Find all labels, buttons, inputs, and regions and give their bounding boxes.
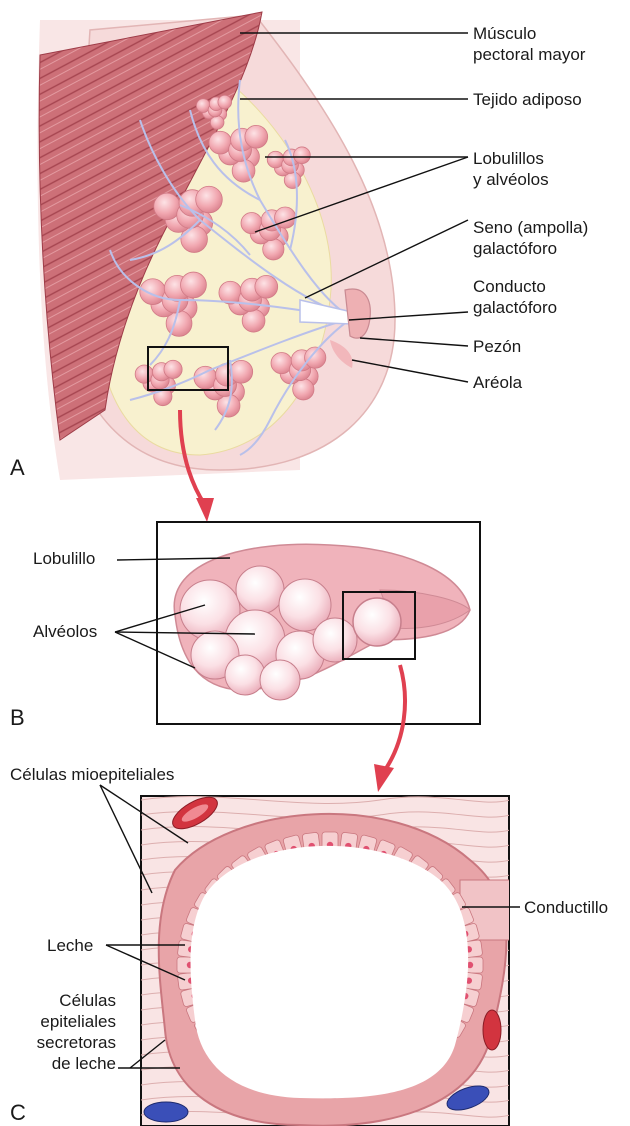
label-alveolos: Alvéolos xyxy=(33,621,97,642)
lobule-alveolus xyxy=(305,347,326,368)
lobule-alveolus xyxy=(196,186,223,213)
lobule-alveolus xyxy=(294,147,311,164)
lobule-alveolus xyxy=(230,360,253,383)
lobule-alveolus xyxy=(275,207,296,228)
label-conducto-galactoforo: Conducto galactóforo xyxy=(473,276,557,318)
label-musculo-pectoral: Músculo pectoral mayor xyxy=(473,23,585,65)
panel-letter-a: A xyxy=(10,455,25,481)
alveolus xyxy=(313,618,357,662)
lobule-alveolus xyxy=(245,125,268,148)
alveolus xyxy=(225,655,265,695)
blood-vessel-blue xyxy=(144,1102,188,1122)
lobule-alveolus xyxy=(218,95,232,109)
panel-letter-b: B xyxy=(10,705,25,731)
lobule-alveolus xyxy=(181,272,207,298)
alveolus xyxy=(260,660,300,700)
lobule-alveolus xyxy=(164,360,182,378)
label-tejido-adiposo: Tejido adiposo xyxy=(473,89,582,110)
label-lobulillo: Lobulillo xyxy=(33,548,95,569)
alveolus-highlight xyxy=(353,598,401,646)
label-areola: Aréola xyxy=(473,372,522,393)
alveolus xyxy=(236,566,284,614)
label-conductillo: Conductillo xyxy=(524,897,608,918)
label-lobulillos-alveolos: Lobulillos y alvéolos xyxy=(473,148,549,190)
label-celulas-secretoras: Células epiteliales secretoras de leche xyxy=(10,990,116,1074)
panel-letter-c: C xyxy=(10,1100,26,1126)
blood-vessel-red-2 xyxy=(483,1010,501,1050)
label-leche: Leche xyxy=(47,935,93,956)
panel-a-breast xyxy=(38,12,396,480)
label-pezon: Pezón xyxy=(473,336,521,357)
lobule-alveolus xyxy=(255,275,278,298)
label-celulas-mioepiteliales: Células mioepiteliales xyxy=(10,764,174,785)
label-seno-galactoforo: Seno (ampolla) galactóforo xyxy=(473,217,588,259)
